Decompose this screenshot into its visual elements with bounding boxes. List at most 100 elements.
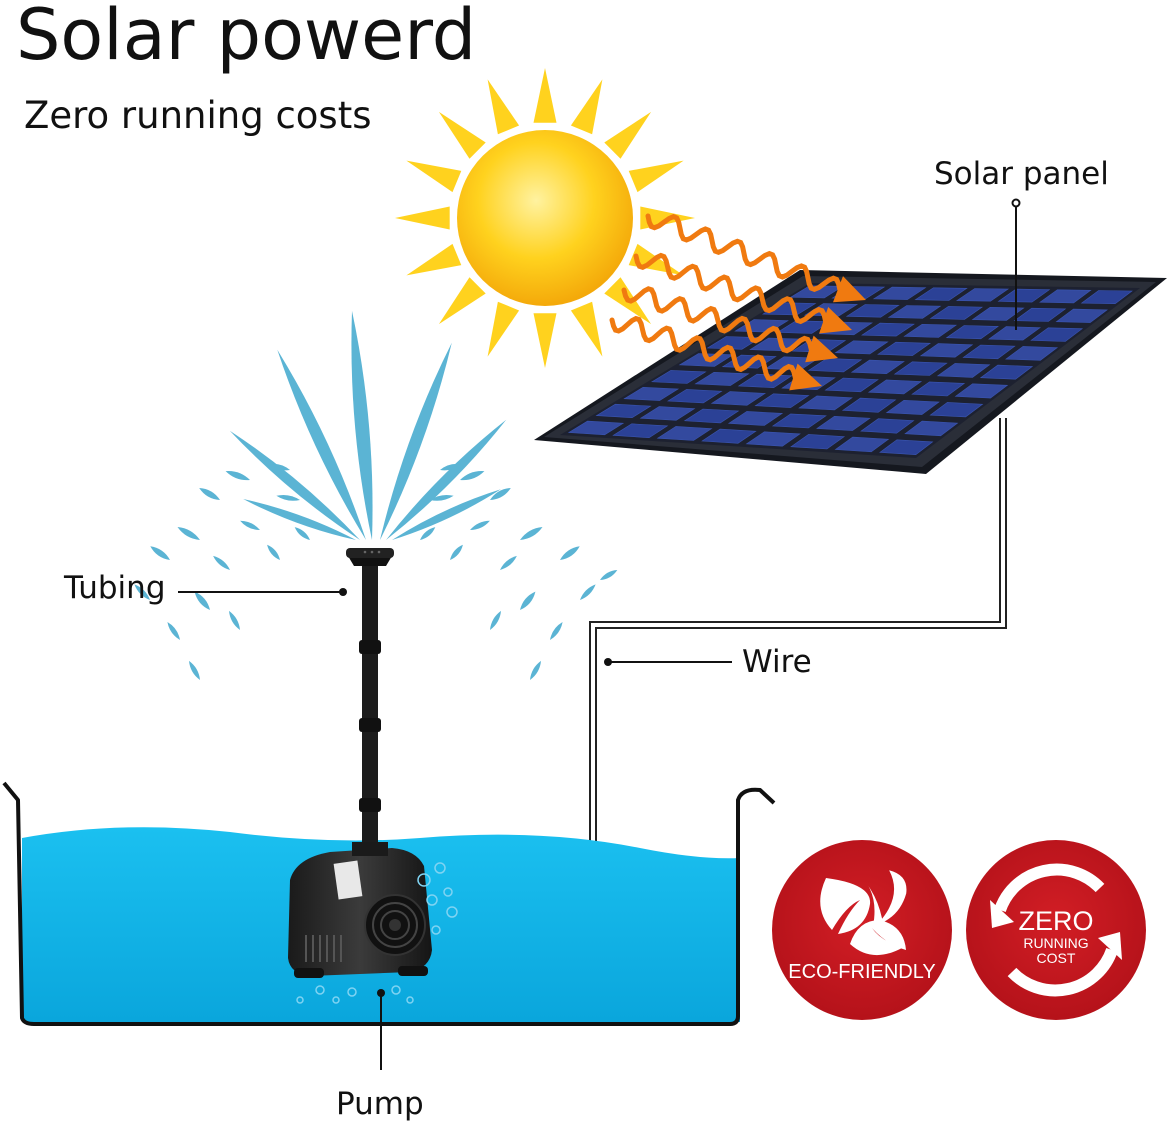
panel-cell	[1005, 346, 1059, 361]
bubble	[426, 894, 438, 906]
page-subtitle: Zero running costs	[24, 94, 372, 137]
panel-cell	[845, 304, 900, 318]
water-droplet	[229, 430, 360, 540]
water-droplet	[392, 489, 501, 540]
water-droplet	[560, 546, 580, 560]
panel-cell	[816, 415, 871, 431]
panel-cell	[885, 399, 940, 415]
label-tubing: Tubing	[64, 570, 166, 606]
zero-running-cost-badge: ZERO RUNNING COST	[966, 840, 1146, 1020]
water-droplet	[276, 495, 300, 501]
solar-panel-icon	[534, 270, 1167, 474]
bubble	[315, 985, 325, 995]
panel-cell	[962, 344, 1016, 360]
water-droplet	[520, 591, 536, 610]
water-droplet	[460, 470, 485, 481]
wire-leader-dot	[604, 658, 612, 666]
sun-ray	[395, 206, 450, 230]
water-droplet	[213, 555, 230, 570]
panel-cell	[945, 325, 1000, 340]
leaf-recycle-icon	[820, 870, 907, 956]
water-droplet	[470, 520, 490, 530]
panel-cell	[771, 413, 827, 429]
panel-cell	[988, 326, 1041, 341]
panel-cell	[877, 341, 932, 356]
panel-cell	[789, 285, 844, 299]
water-droplet	[134, 584, 150, 600]
panel-cell	[754, 393, 810, 408]
pump-leader-dot	[377, 989, 385, 997]
water-droplet	[189, 660, 200, 680]
panel-cell	[867, 379, 923, 395]
panel-cell	[1030, 327, 1084, 342]
panel-cell	[683, 408, 740, 424]
sun-ray	[628, 160, 684, 193]
panel-cell	[694, 371, 750, 386]
panel-cell	[872, 286, 927, 300]
panel-cell	[929, 306, 984, 320]
panel-cell	[997, 288, 1051, 303]
panel-cell	[914, 287, 968, 301]
sun-ray	[604, 111, 652, 159]
bubble	[347, 987, 357, 997]
bubble	[431, 925, 441, 935]
ray-wave	[609, 315, 798, 382]
panel-cell	[1013, 307, 1067, 322]
tubing-leader-dot	[339, 588, 347, 596]
panel-cell	[834, 340, 889, 355]
panel-cell	[841, 397, 897, 413]
panel-cell	[936, 363, 991, 378]
panel-cell	[929, 402, 984, 418]
water-droplet	[268, 463, 290, 471]
panel-cell	[911, 381, 966, 397]
sun-icon	[395, 68, 695, 368]
leader-lines	[178, 591, 732, 1070]
water-bubbles	[296, 862, 458, 1004]
panel-cell	[887, 305, 942, 319]
badge-running-text: RUNNING	[1023, 935, 1088, 951]
panel-cell	[595, 403, 652, 419]
panel-cell	[639, 406, 696, 421]
bubble	[296, 996, 304, 1004]
water-droplet	[600, 570, 618, 580]
sun-ray	[570, 79, 603, 135]
sun-ray	[406, 243, 462, 276]
sun-ray	[438, 111, 486, 159]
water-droplet	[243, 499, 356, 540]
ray-arrowhead	[805, 335, 838, 363]
water-droplet	[530, 660, 541, 680]
sun-ray	[533, 313, 557, 368]
water-droplet	[490, 488, 511, 500]
sun-ray	[438, 277, 486, 325]
panel-cell	[824, 377, 879, 393]
water-droplet	[194, 591, 210, 610]
panel-cell	[656, 426, 713, 441]
panel-cell	[879, 439, 934, 456]
panel-cell	[971, 306, 1025, 321]
water-droplet	[199, 488, 220, 500]
tubing-icon	[346, 548, 394, 850]
sun-ray	[487, 301, 520, 357]
sun-ray	[533, 68, 557, 123]
panel-cell	[776, 320, 831, 334]
water-droplet	[294, 527, 310, 540]
water-droplet	[177, 527, 200, 540]
panel-cell	[860, 418, 915, 434]
panel-cell	[790, 434, 846, 450]
water-droplet	[490, 610, 501, 630]
label-wire: Wire	[742, 644, 812, 680]
panel-cell	[727, 411, 784, 426]
water-droplet	[550, 622, 563, 640]
panel-cell	[904, 420, 959, 437]
panel-cell	[710, 391, 767, 406]
panel-cell	[701, 428, 757, 444]
ray-arrowhead	[819, 307, 852, 334]
ray-arrowhead	[789, 363, 822, 391]
panel-cell	[861, 322, 915, 337]
sun-ray-arrows	[609, 213, 866, 391]
panel-cell	[1080, 290, 1133, 305]
ray-arrowhead	[833, 276, 866, 303]
badge-zero-text: ZERO	[1018, 906, 1093, 936]
bubble	[406, 996, 414, 1004]
